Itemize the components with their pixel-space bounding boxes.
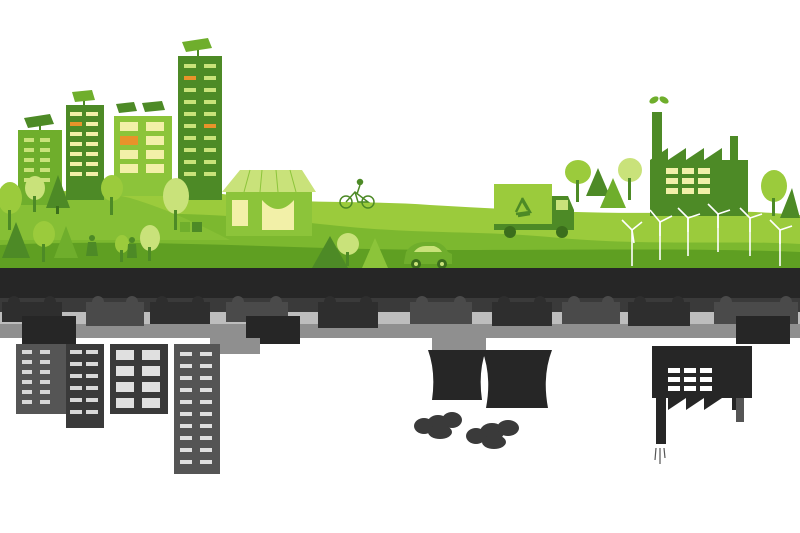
wind-turbine-icon	[769, 219, 793, 266]
tree-icon	[780, 188, 800, 218]
solar-panel-icon	[24, 114, 54, 130]
traffic-car-icon	[86, 296, 144, 326]
tree-icon	[618, 158, 642, 200]
green-building-tall-left	[66, 90, 104, 200]
wind-turbine-icon	[677, 207, 701, 256]
smoke-icon	[466, 420, 519, 449]
eco-factory-icon	[649, 96, 748, 216]
traffic-car-icon	[492, 296, 552, 326]
polluted-city-scene	[2, 296, 798, 474]
electric-car-icon	[404, 242, 452, 269]
wind-turbine-icon	[621, 219, 643, 266]
polluting-factory-icon	[652, 346, 752, 464]
recycle-icon	[514, 197, 532, 218]
tree-icon	[115, 235, 129, 262]
green-building-middle	[114, 101, 172, 196]
solar-panel-icon	[72, 90, 95, 105]
tree-icon	[586, 168, 610, 196]
recycle-bin-icon	[192, 222, 202, 232]
traffic-car-icon	[410, 296, 472, 324]
tree-icon	[163, 178, 189, 230]
recycle-bin-icon	[180, 222, 190, 232]
tree-icon	[337, 233, 359, 266]
recycle-truck-icon	[494, 184, 574, 238]
tree-icon	[46, 175, 70, 214]
greenhouse-icon	[222, 169, 316, 236]
tree-icon	[101, 175, 123, 215]
tree-icon	[761, 170, 787, 216]
cooling-tower-icon	[482, 350, 552, 408]
solar-panel-icon	[116, 101, 165, 113]
tree-icon	[312, 236, 348, 268]
polluted-building	[16, 344, 66, 414]
tree-icon	[0, 182, 22, 230]
cooling-tower-icon	[428, 350, 486, 400]
smoke-icon	[414, 412, 462, 439]
bicycle-icon	[339, 178, 375, 209]
traffic-car-icon	[318, 296, 378, 328]
tree-icon	[140, 225, 160, 261]
person-icon	[127, 237, 137, 258]
traffic-car-icon	[562, 296, 620, 324]
green-tower	[178, 38, 222, 200]
traffic-car-icon	[628, 296, 690, 326]
foreground-lawn	[0, 242, 800, 270]
tree-icon	[2, 222, 30, 258]
tree-icon	[600, 178, 626, 208]
polluted-building	[110, 344, 168, 414]
tree-icon	[565, 160, 591, 202]
green-city-scene	[0, 38, 800, 270]
tree-icon	[362, 238, 388, 268]
tree-icon	[54, 226, 78, 258]
leaf-icon	[649, 96, 669, 104]
solar-panel-icon	[182, 38, 212, 56]
tree-icon	[25, 176, 45, 212]
wind-turbine-icon	[649, 209, 673, 260]
polluted-tower	[174, 344, 220, 474]
tree-icon	[33, 221, 55, 262]
wind-turbine-icon	[739, 207, 763, 256]
smoke-drip-icon	[654, 447, 666, 464]
wind-turbine-icon	[707, 203, 731, 252]
person-icon	[86, 235, 98, 256]
polluted-building	[66, 344, 104, 428]
traffic-car-icon	[150, 296, 210, 324]
